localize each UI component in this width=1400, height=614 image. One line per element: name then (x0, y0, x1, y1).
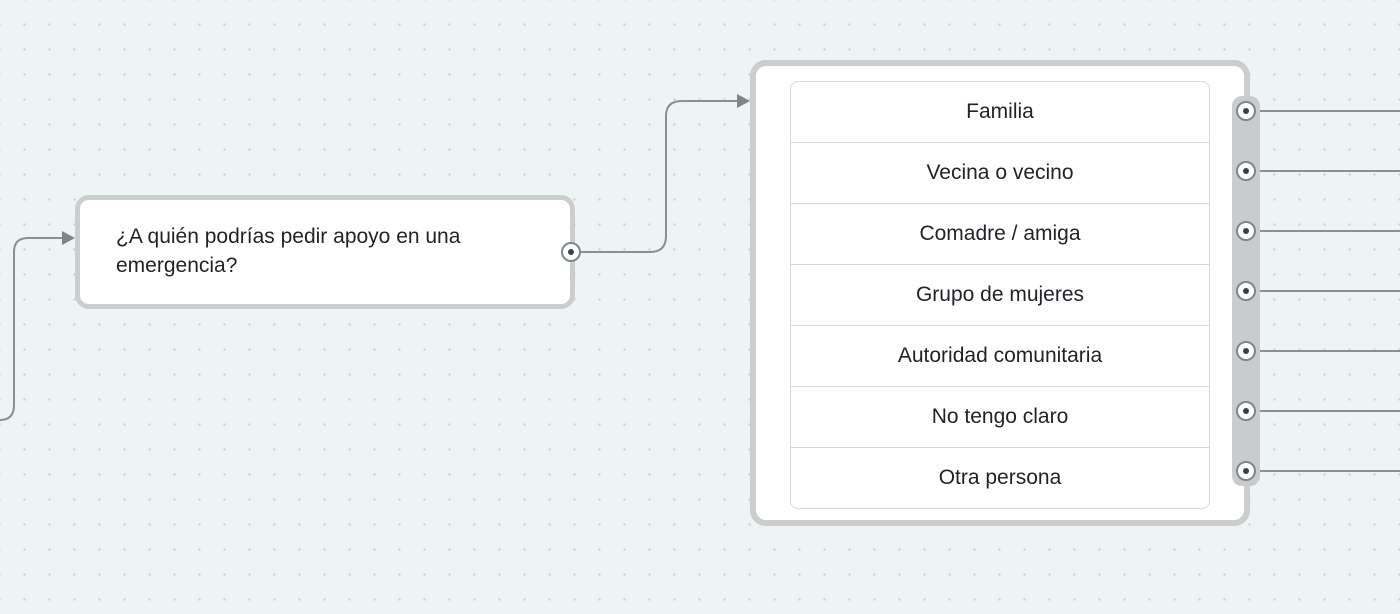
options-node[interactable]: Familia Vecina o vecino Comadre / amiga … (750, 60, 1250, 526)
option-autoridad-comunitaria[interactable]: Autoridad comunitaria (791, 326, 1209, 387)
option-vecina-o-vecino[interactable]: Vecina o vecino (791, 143, 1209, 204)
option-familia[interactable]: Familia (791, 82, 1209, 143)
option-otra-persona[interactable]: Otra persona (938, 466, 1062, 489)
option-2-output-handle-icon[interactable] (1236, 161, 1256, 181)
option-grupo-de-mujeres[interactable]: Grupo de mujeres (791, 265, 1209, 326)
option-5-output-handle-icon[interactable] (1236, 341, 1256, 361)
option-3-output-handle-icon[interactable] (1236, 221, 1256, 241)
option-comadre-amiga[interactable]: Comadre / amiga (791, 204, 1209, 265)
question-text: ¿A quién podrías pedir apoyo en una emer… (116, 225, 461, 277)
option-1-output-handle-icon[interactable] (1236, 101, 1256, 121)
incoming-edge (0, 237, 62, 421)
option-no-tengo-claro[interactable]: No tengo claro (791, 387, 1209, 448)
incoming-edge-arrow (62, 231, 75, 245)
option-4-output-handle-icon[interactable] (1236, 281, 1256, 301)
question-to-options-arrow (737, 94, 750, 108)
options-list: Familia Vecina o vecino Comadre / amiga … (790, 81, 1210, 509)
option-6-output-handle-icon[interactable] (1236, 401, 1256, 421)
question-node[interactable]: ¿A quién podrías pedir apoyo en una emer… (75, 195, 575, 309)
question-output-handle-icon[interactable] (561, 242, 581, 262)
question-to-options-edge (581, 100, 737, 253)
option-7-output-handle-icon[interactable] (1236, 461, 1256, 481)
